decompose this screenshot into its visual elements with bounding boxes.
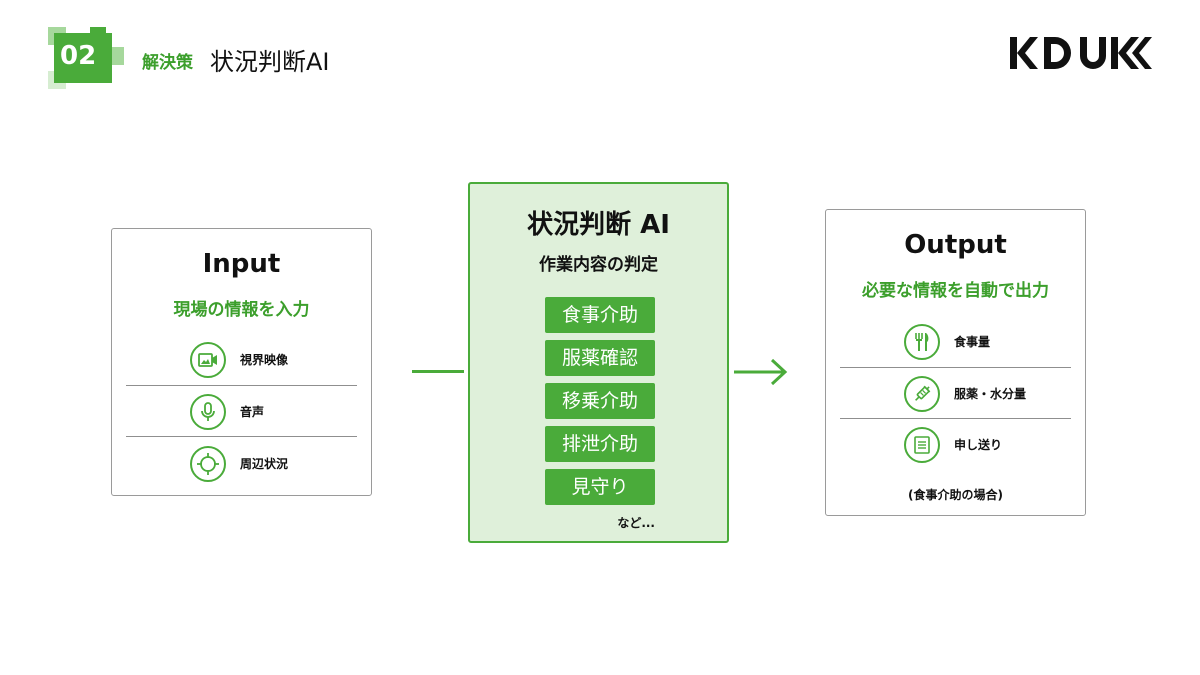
output-title: Output bbox=[904, 230, 1007, 260]
output-label-handover: 申し送り bbox=[954, 438, 1003, 452]
section-title: 状況判断AI bbox=[210, 48, 330, 76]
arrow-right-icon bbox=[734, 358, 788, 386]
ai-panel: 状況判断 AI 作業内容の判定 食事介助 服薬確認 移乗介助 排泄介助 見守り … bbox=[468, 182, 729, 543]
output-panel: Output 必要な情報を自動で出力 食事量 服薬・水分量 申し送り (食事介助… bbox=[825, 209, 1086, 516]
input-label-video: 視界映像 bbox=[240, 353, 289, 367]
divider bbox=[840, 367, 1071, 368]
input-row-video: 視界映像 bbox=[126, 335, 357, 385]
input-panel: Input 現場の情報を入力 視界映像 音声 周辺状況 bbox=[111, 228, 372, 496]
etc-label: など... bbox=[617, 516, 655, 530]
fork-knife-icon bbox=[904, 324, 940, 360]
task-medication-check: 服薬確認 bbox=[545, 340, 655, 376]
output-note: (食事介助の場合) bbox=[908, 488, 1003, 502]
section-badge: 02 bbox=[48, 27, 124, 89]
task-monitoring: 見守り bbox=[545, 469, 655, 505]
input-connector-line bbox=[412, 370, 464, 373]
syringe-icon bbox=[904, 376, 940, 412]
output-row-handover: 申し送り bbox=[840, 420, 1071, 470]
ai-title: 状況判断 AI bbox=[527, 210, 670, 240]
divider bbox=[126, 385, 357, 386]
task-meal-assist: 食事介助 bbox=[545, 297, 655, 333]
input-row-surroundings: 周辺状況 bbox=[126, 439, 357, 489]
input-title: Input bbox=[202, 249, 281, 279]
task-transfer-assist: 移乗介助 bbox=[545, 383, 655, 419]
kduk-logo bbox=[1010, 37, 1152, 69]
output-row-meal: 食事量 bbox=[840, 317, 1071, 367]
output-label-medication: 服薬・水分量 bbox=[954, 387, 1027, 401]
crosshair-icon bbox=[190, 446, 226, 482]
task-toilet-assist: 排泄介助 bbox=[545, 426, 655, 462]
document-icon bbox=[904, 427, 940, 463]
ai-subtitle: 作業内容の判定 bbox=[539, 255, 658, 275]
section-number: 02 bbox=[60, 41, 97, 71]
output-subtitle: 必要な情報を自動で出力 bbox=[862, 281, 1049, 301]
microphone-icon bbox=[190, 394, 226, 430]
input-subtitle: 現場の情報を入力 bbox=[173, 300, 310, 320]
divider bbox=[126, 436, 357, 437]
input-label-audio: 音声 bbox=[240, 405, 265, 419]
output-row-medication: 服薬・水分量 bbox=[840, 369, 1071, 419]
input-row-audio: 音声 bbox=[126, 387, 357, 437]
section-label: 解決策 bbox=[142, 53, 193, 73]
output-label-meal: 食事量 bbox=[954, 335, 991, 349]
video-icon bbox=[190, 342, 226, 378]
input-label-surroundings: 周辺状況 bbox=[240, 457, 289, 471]
divider bbox=[840, 418, 1071, 419]
